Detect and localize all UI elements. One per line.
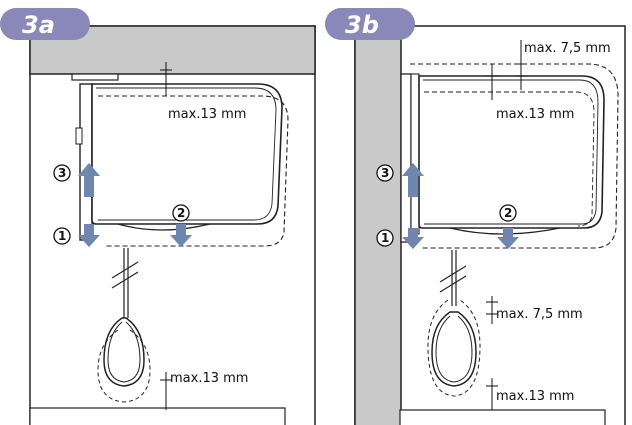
blind-housing — [91, 83, 283, 225]
svg-text:2: 2 — [177, 206, 185, 220]
step-badge-2: 2 — [172, 204, 190, 222]
arrow-up-3 — [78, 163, 100, 197]
max-top-label: max.13 mm — [168, 107, 246, 122]
step-badge-3: 3 — [376, 164, 394, 182]
arrow-up-3 — [402, 163, 424, 197]
step-badge-3: 3 — [53, 164, 71, 182]
arrow-down-1 — [402, 228, 424, 249]
panel-3a: max.13 mm 3 1 2 — [0, 8, 316, 425]
svg-text:3b: 3b — [345, 11, 379, 39]
cord-weight — [431, 311, 477, 387]
cord-weight — [103, 317, 145, 387]
step-badge-2: 2 — [499, 204, 517, 222]
svg-text:3a: 3a — [22, 11, 55, 39]
max-top-outer-label: max. 7,5 mm — [524, 41, 611, 56]
blind-housing — [418, 75, 605, 229]
panel-badge-3b: 3b — [325, 8, 415, 40]
panel-3b: max. 7,5 mm max.13 mm 3 1 2 — [325, 8, 626, 425]
svg-text:1: 1 — [381, 231, 389, 245]
svg-text:1: 1 — [58, 229, 66, 243]
svg-text:2: 2 — [504, 206, 512, 220]
svg-text:3: 3 — [58, 166, 66, 180]
svg-text:3: 3 — [381, 166, 389, 180]
step-badge-1: 1 — [376, 229, 394, 247]
max-top-label: max.13 mm — [496, 107, 574, 122]
wall — [354, 25, 402, 425]
max-bottom-label: max.13 mm — [496, 389, 574, 404]
arrow-down-2 — [170, 224, 192, 247]
step-badge-1: 1 — [53, 227, 71, 245]
arrow-down-2 — [497, 228, 519, 249]
arrow-down-1 — [78, 224, 100, 247]
max-bottom-label: max.13 mm — [170, 371, 248, 386]
max-mid-label: max. 7,5 mm — [496, 307, 583, 322]
panel-badge-3a: 3a — [0, 8, 90, 40]
